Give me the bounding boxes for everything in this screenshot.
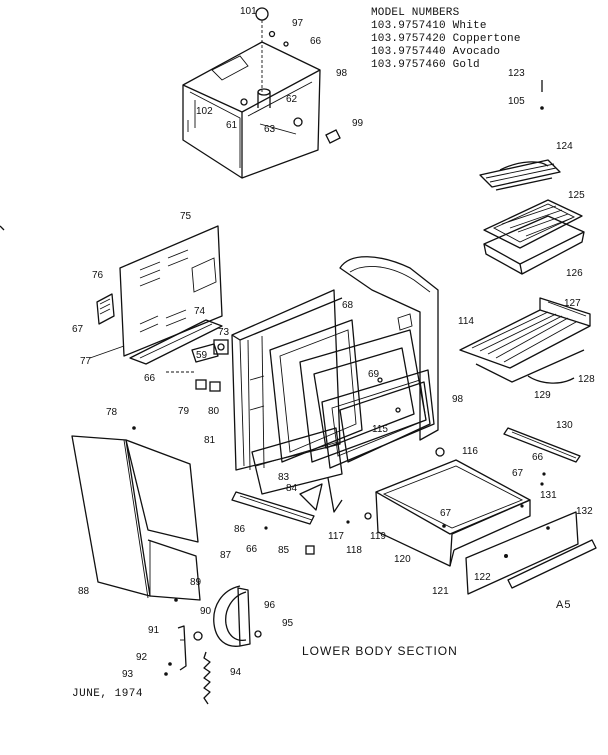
part-number-label: 115 — [372, 424, 388, 435]
part-number-label: 63 — [264, 124, 276, 135]
part-number-label: 76 — [92, 270, 104, 281]
part-number-label: 125 — [568, 190, 585, 201]
part-number-label: 75 — [180, 211, 192, 222]
part-number-label: 129 — [534, 390, 551, 401]
sheet-code: A5 — [556, 599, 572, 611]
part-number-label: 105 — [508, 96, 525, 107]
part-number-label: 98 — [336, 68, 348, 79]
part-number-label: 86 — [234, 524, 246, 535]
side-panel-assembly — [71, 426, 323, 602]
part-number-label: 98 — [452, 394, 464, 405]
part-number-label: 92 — [136, 652, 148, 663]
part-number-label: 79 — [178, 406, 190, 417]
part-number-label: 132 — [576, 506, 593, 517]
part-number-label: 69 — [368, 369, 380, 380]
part-number-label: 93 — [122, 669, 134, 680]
part-number-label: 78 — [106, 407, 118, 418]
model-number-line: 103.9757440 Avocado — [371, 46, 501, 58]
part-number-label: 87 — [220, 550, 232, 561]
part-number-label: 83 — [278, 472, 290, 483]
model-numbers-heading: MODEL NUMBERS — [371, 7, 460, 19]
part-number-label: 127 — [564, 298, 581, 309]
part-number-label: 128 — [578, 374, 595, 385]
part-number-label: 66 — [246, 544, 258, 555]
part-number-label: 67 — [512, 468, 524, 479]
part-number-label: 97 — [292, 18, 304, 29]
part-number-label: 88 — [78, 586, 90, 597]
part-number-label: 124 — [556, 141, 573, 152]
part-number-label: 122 — [474, 572, 491, 583]
part-number-label: 96 — [264, 600, 276, 611]
part-number-label: 89 — [190, 577, 202, 588]
part-number-label: 123 — [508, 68, 525, 79]
part-number-label: 61 — [226, 120, 238, 131]
part-number-label: 114 — [458, 316, 474, 327]
part-number-label: 80 — [208, 406, 220, 417]
part-number-label: 77 — [80, 356, 92, 367]
part-number-label: 74 — [194, 306, 206, 317]
part-number-label: 73 — [218, 327, 230, 338]
part-number-label: 68 — [342, 300, 354, 311]
part-number-label: 117 — [328, 531, 344, 542]
oven-body-assembly — [231, 256, 445, 513]
oven-racks-assembly — [459, 80, 591, 384]
part-number-label: 67 — [72, 324, 84, 335]
burner-box-assembly — [182, 7, 341, 179]
part-number-label: 66 — [144, 373, 156, 384]
part-number-label: 81 — [204, 435, 216, 446]
section-title: LOWER BODY SECTION — [302, 644, 458, 658]
part-number-label: 99 — [352, 118, 364, 129]
part-number-label: 94 — [230, 667, 242, 678]
part-number-label: 90 — [200, 606, 212, 617]
model-number-line: 103.9757410 White — [371, 20, 487, 32]
publication-date: JUNE, 1974 — [72, 688, 144, 700]
model-number-line: 103.9757420 Coppertone — [371, 33, 521, 45]
part-number-label: 120 — [394, 554, 411, 565]
part-number-label: 91 — [148, 625, 160, 636]
part-number-label: 119 — [370, 531, 386, 542]
part-number-label: 130 — [556, 420, 573, 431]
part-number-label: 131 — [540, 490, 557, 501]
part-number-label: 126 — [566, 268, 583, 279]
part-number-label: 118 — [346, 545, 362, 556]
storage-drawer-assembly — [346, 427, 597, 595]
part-number-label: 121 — [432, 586, 449, 597]
part-number-label: 85 — [278, 545, 290, 556]
model-number-line: 103.9757460 Gold — [371, 59, 480, 71]
part-number-label: 66 — [310, 36, 322, 47]
part-number-label: 102 — [196, 106, 213, 117]
part-number-label: 62 — [286, 94, 298, 105]
part-number-label: 101 — [240, 6, 257, 17]
part-number-label: 84 — [286, 483, 298, 494]
part-number-label: 66 — [532, 452, 544, 463]
part-number-label: 67 — [440, 508, 452, 519]
part-number-label: 59 — [196, 350, 208, 361]
rear-panel-assembly — [89, 225, 229, 392]
part-number-label: 116 — [462, 446, 478, 457]
door-handle-assembly — [164, 585, 262, 705]
part-number-label: 95 — [282, 618, 294, 629]
